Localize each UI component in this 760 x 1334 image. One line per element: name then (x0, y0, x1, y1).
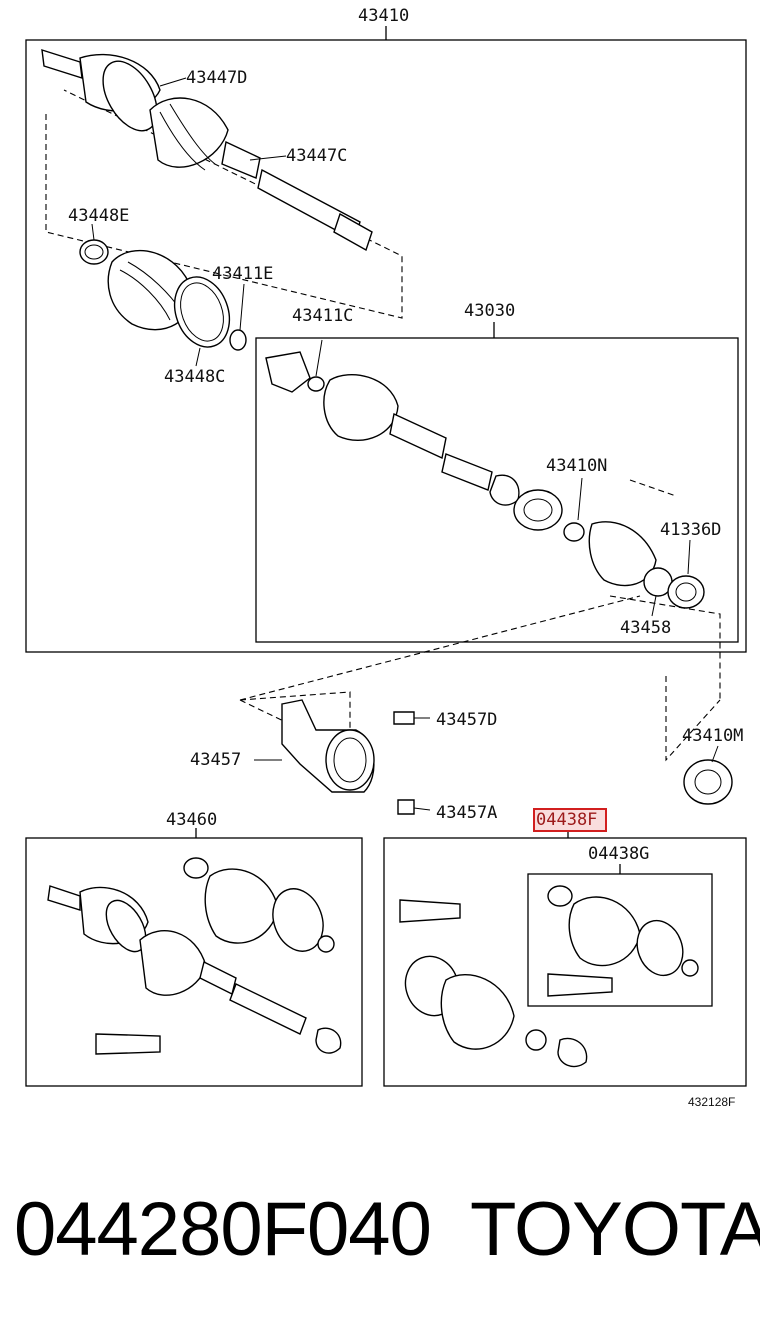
label-43457: 43457 (190, 750, 242, 770)
label-43457d: 43457D (436, 710, 498, 730)
label-43458: 43458 (620, 618, 672, 638)
inboard-joint-assembly (265, 339, 705, 617)
frame-43460 (25, 837, 363, 1087)
brand-name: TOYOTA (470, 1187, 760, 1272)
label-04438f: 04438F (536, 810, 598, 830)
bracket-assembly (254, 699, 431, 815)
label-43457a: 43457A (436, 803, 498, 823)
label-43447d: 43447D (186, 68, 248, 88)
label-04438g: 04438G (588, 844, 650, 864)
diagram-ref-code: 432128F (688, 1095, 736, 1109)
label-43410m: 43410M (682, 726, 744, 746)
exploded-view-drawing (25, 26, 747, 1087)
label-43411c: 43411C (292, 306, 354, 326)
label-43448e: 43448E (68, 206, 130, 226)
frame-04438F (383, 837, 747, 1087)
label-43460: 43460 (166, 810, 218, 830)
label-43448c: 43448C (164, 367, 226, 387)
parts-diagram: 43410 43447D 43447C 43448E 43411E 43411C… (25, 6, 747, 1109)
seal-43410m (683, 745, 733, 805)
label-43410n: 43410N (546, 456, 608, 476)
frame-43030 (255, 337, 739, 643)
boot-kit-drawing (399, 885, 699, 1068)
outboard-shaft-assembly (41, 49, 373, 252)
label-43411e: 43411E (212, 264, 274, 284)
label-43030: 43030 (464, 301, 516, 321)
label-43447c: 43447C (286, 146, 348, 166)
boot-and-clamps-left (79, 223, 247, 367)
highlighted-part-04438f[interactable]: 04438F (533, 808, 607, 832)
shaft-kit-drawing (47, 857, 342, 1055)
label-43410: 43410 (358, 6, 410, 26)
part-number: 044280F040 (14, 1187, 432, 1272)
footer-caption: 044280F040 TOYOTA (0, 1180, 760, 1290)
label-41336d: 41336D (660, 520, 722, 540)
